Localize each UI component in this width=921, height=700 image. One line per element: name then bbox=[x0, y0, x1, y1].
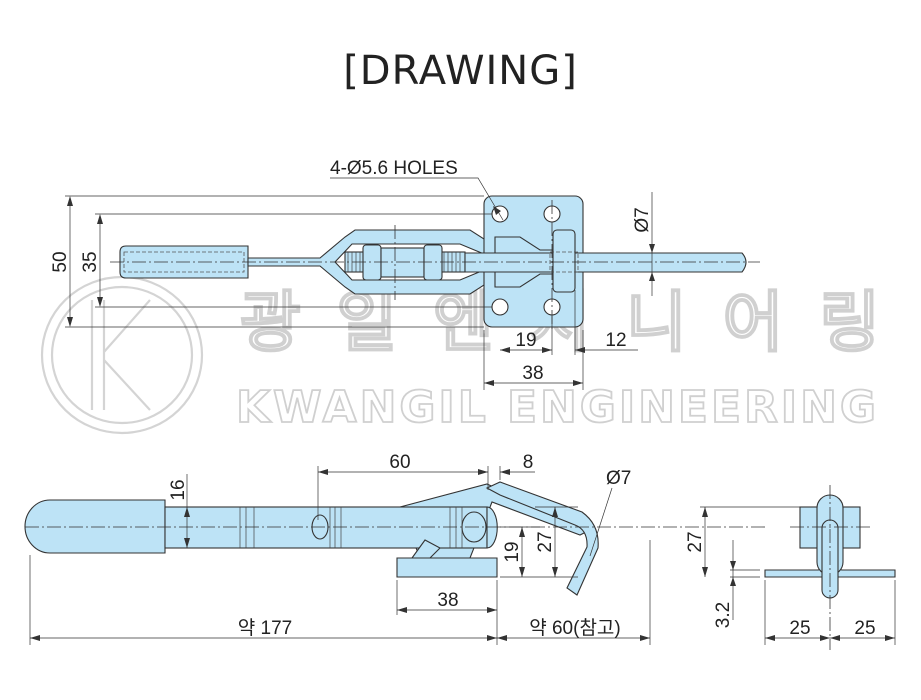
dim-38-top: 38 bbox=[522, 363, 543, 384]
watermark-english: KWANGIL ENGINEERING bbox=[236, 382, 876, 433]
dim-27-end: 27 bbox=[685, 531, 706, 552]
side-view: 60 8 Ø7 16 19 27 38 약 177 약 60(참고) bbox=[24, 452, 765, 645]
dim-side-rod-dia: Ø7 bbox=[606, 468, 631, 489]
hole bbox=[491, 298, 509, 316]
dim-19-side: 19 bbox=[502, 541, 523, 562]
watermark: 광일엔지니어링 KWANGIL ENGINEERING bbox=[40, 275, 881, 435]
drawing-title: [DRAWING] bbox=[343, 48, 578, 94]
dim-16: 16 bbox=[168, 479, 189, 500]
pin bbox=[552, 229, 576, 293]
watermark-logo-icon bbox=[40, 275, 204, 435]
dim-27-side: 27 bbox=[535, 531, 556, 552]
dim-177: 약 177 bbox=[238, 617, 292, 639]
dim-50: 50 bbox=[50, 251, 71, 272]
side-base bbox=[396, 539, 498, 578]
dim-25-left: 25 bbox=[789, 618, 810, 639]
top-rod bbox=[464, 252, 747, 273]
top-view: 50 35 4-Ø5.6 HOLES Ø7 19 12 38 bbox=[50, 158, 760, 390]
dim-12: 12 bbox=[605, 330, 626, 351]
dim-8: 8 bbox=[523, 452, 534, 473]
dim-19-top: 19 bbox=[515, 330, 536, 351]
dim-3-2: 3.2 bbox=[713, 602, 734, 628]
side-handle-body bbox=[164, 506, 488, 549]
holes-label: 4-Ø5.6 HOLES bbox=[330, 158, 458, 179]
dim-top-rod-dia: Ø7 bbox=[632, 207, 653, 232]
dim-60: 60 bbox=[389, 452, 410, 473]
dim-38-side: 38 bbox=[437, 590, 458, 611]
side-handle-grip bbox=[24, 499, 166, 554]
dim-60-ref: 약 60(참고) bbox=[529, 617, 621, 639]
dim-25-right: 25 bbox=[854, 618, 875, 639]
end-view: 27 3.2 25 25 bbox=[685, 485, 896, 650]
nut bbox=[423, 244, 443, 281]
dim-35: 35 bbox=[80, 251, 101, 272]
nut bbox=[362, 244, 382, 281]
